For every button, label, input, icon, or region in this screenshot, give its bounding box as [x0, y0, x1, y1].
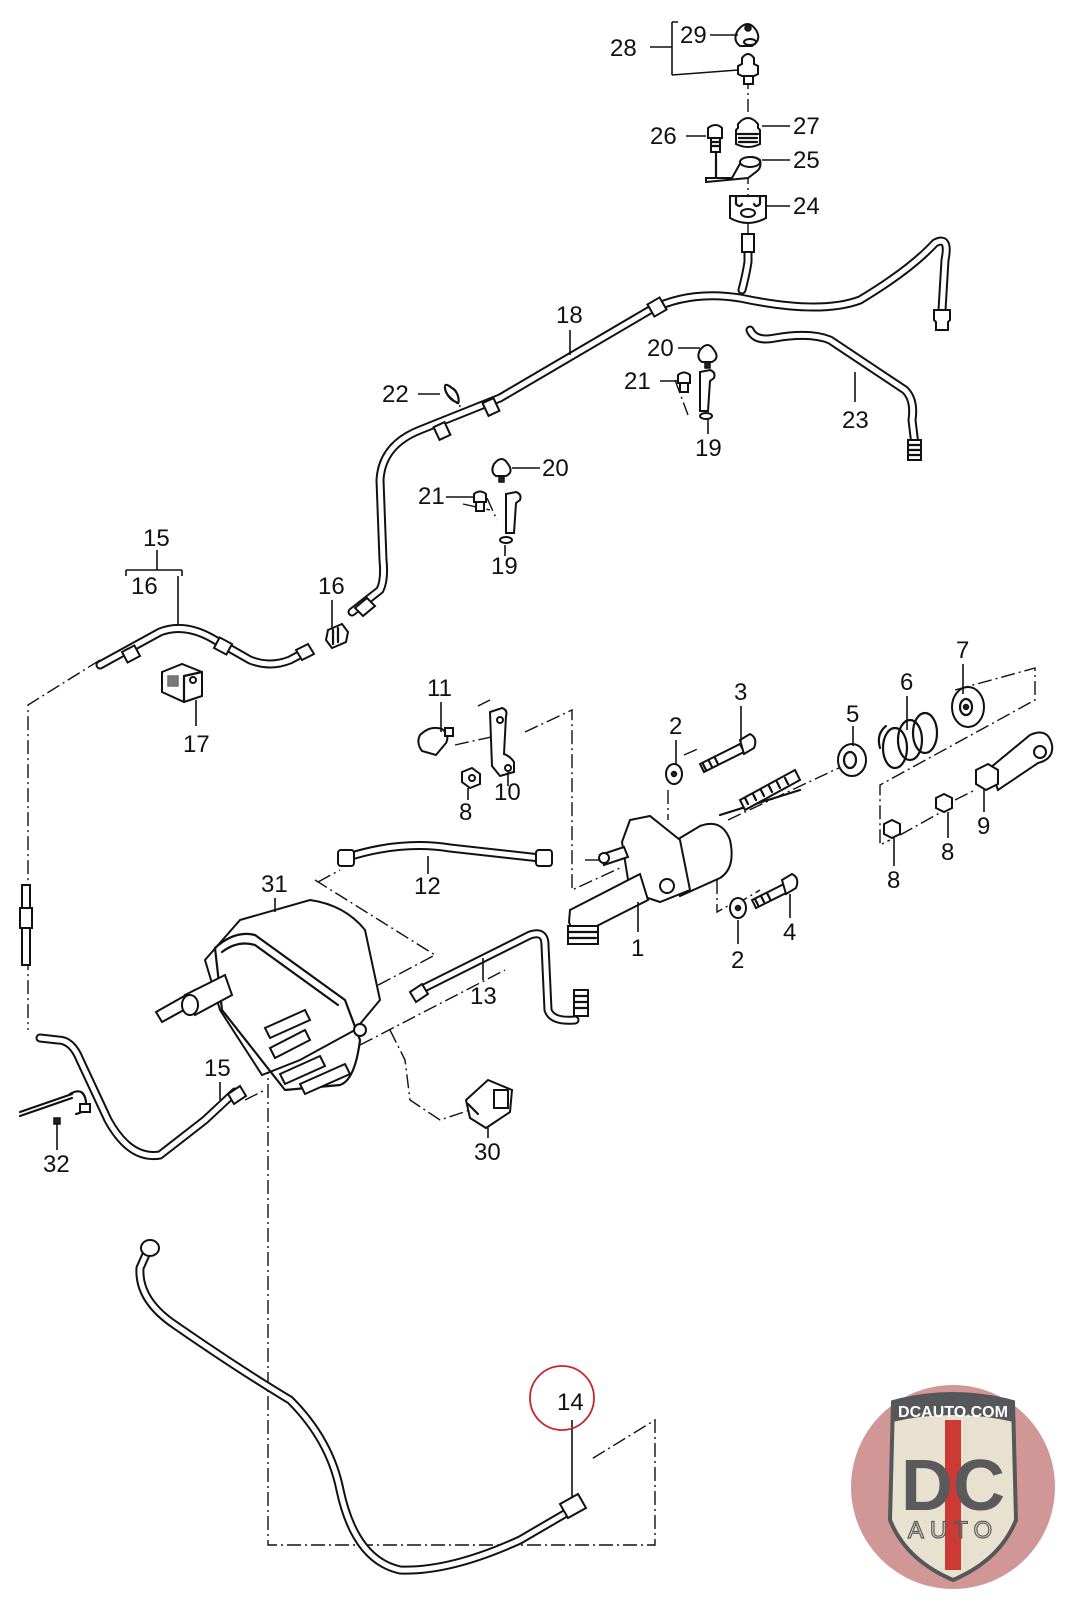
callout-13: 13 [470, 983, 497, 1010]
part-1-master-cylinder [566, 768, 802, 945]
part-30-sensor [464, 1078, 514, 1130]
part-13-pipe [408, 929, 590, 1025]
part-10-bracket [488, 706, 515, 778]
callout-1: 1 [631, 935, 644, 962]
callout-31: 31 [261, 871, 288, 898]
callout-4: 4 [783, 919, 796, 946]
callout-27: 27 [793, 113, 820, 140]
callout-11: 11 [427, 675, 452, 702]
part-22-clip [443, 383, 460, 405]
part-29-cap [734, 23, 760, 47]
part-25-bracket [705, 156, 762, 184]
part-16-adapter [324, 622, 350, 650]
part-28-bleed-valve [737, 53, 759, 85]
part-6-spring [877, 711, 939, 770]
part-8-nut-bracket [461, 766, 481, 790]
callout-15-lower: 15 [204, 1055, 231, 1082]
part-15-lower-line [19, 884, 248, 1161]
logo-site-text: DCAUTO.COM [898, 1404, 1008, 1421]
callout-20-middle: 20 [542, 455, 569, 482]
callout-12: 12 [414, 873, 441, 900]
leader-lines [56, 21, 985, 1498]
part-19-bracket-upper [699, 368, 716, 420]
callout-17: 17 [183, 731, 210, 758]
part-32-cable-tie [18, 1090, 91, 1125]
callout-2-lower: 2 [731, 947, 744, 974]
callout-25: 25 [793, 147, 820, 174]
part-24-retainer [729, 194, 767, 224]
callout-18: 18 [556, 302, 583, 329]
part-11-switch [417, 726, 454, 757]
logo-sub-text: AUTO [908, 1517, 998, 1544]
callout-16-fitting: 16 [318, 573, 345, 600]
callout-16-left: 16 [131, 573, 158, 600]
callout-3: 3 [734, 679, 747, 706]
part-20-clip-middle [491, 458, 512, 483]
callout-10: 10 [494, 779, 521, 806]
part-12-hose [337, 841, 553, 867]
callout-8-mid: 8 [941, 839, 954, 866]
callout-7: 7 [956, 637, 969, 664]
part-15-16-line [95, 623, 316, 670]
callout-30: 30 [474, 1139, 501, 1166]
callout-19-upper: 19 [695, 435, 722, 462]
part-14-hose [135, 1239, 588, 1575]
part-17-holder [161, 662, 204, 704]
callout-19-middle: 19 [491, 553, 518, 580]
part-21-screw-middle [473, 490, 487, 512]
part-19-bracket-middle [499, 490, 522, 544]
callout-8-low: 8 [887, 867, 900, 894]
callout-6: 6 [900, 669, 913, 696]
callout-28: 28 [610, 35, 637, 62]
callout-8-bracket: 8 [459, 799, 472, 826]
callout-29: 29 [680, 22, 707, 49]
callout-32: 32 [43, 1151, 70, 1178]
callout-26: 26 [650, 123, 677, 150]
part-8-nut-rod [935, 792, 953, 814]
part-4-bolt [750, 872, 799, 910]
dcauto-logo: DCAUTO.COM DC AUTO [851, 1385, 1055, 1589]
highlight-circle [529, 1365, 595, 1431]
part-26-screw [707, 124, 723, 179]
part-7-spring-cup [951, 686, 985, 728]
callout-21-upper: 21 [624, 368, 651, 395]
callout-21-middle: 21 [418, 483, 445, 510]
callout-labels: 28 29 27 26 25 24 18 20 21 19 23 22 20 2… [43, 22, 990, 1431]
part-23-pipe [745, 325, 923, 461]
callout-23: 23 [842, 407, 869, 434]
part-20-clip-upper [697, 344, 718, 369]
part-2-washer-upper [665, 763, 683, 785]
callout-2-upper: 2 [669, 713, 682, 740]
part-31-release-unit [154, 898, 382, 1096]
callout-22: 22 [382, 381, 409, 408]
callout-20-upper: 20 [647, 335, 674, 362]
logo-brand-text: DC [901, 1446, 1005, 1526]
part-8-nut-lower [883, 818, 901, 840]
part-5-spring-seat [837, 743, 867, 777]
callout-5: 5 [846, 701, 859, 728]
part-27-fitting [735, 117, 761, 148]
part-9-rod-end [975, 731, 1054, 792]
part-3-bolt [698, 732, 757, 774]
callout-24: 24 [793, 193, 820, 220]
part-18-line [347, 233, 951, 618]
part-21-screw-upper [677, 371, 691, 393]
part-2-washer-lower [729, 897, 747, 919]
callout-15-top: 15 [143, 525, 170, 552]
callout-14[interactable]: 14 [557, 1389, 584, 1416]
callout-9: 9 [977, 813, 990, 840]
